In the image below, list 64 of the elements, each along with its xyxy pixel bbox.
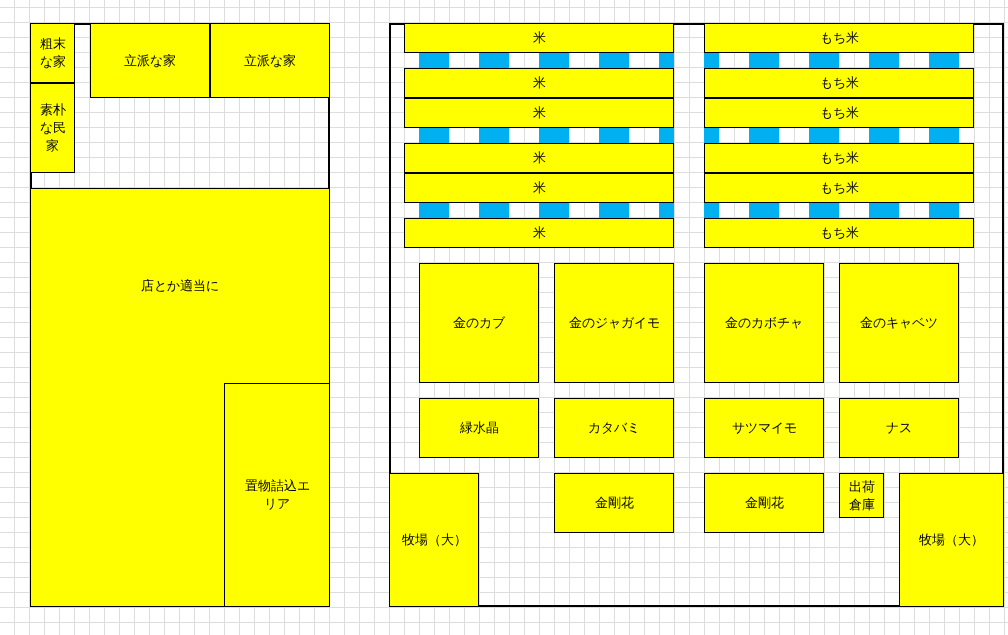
plot-label: 米 [532, 104, 546, 122]
plot-label: 粗末な家 [38, 35, 67, 71]
plot-label: 米 [532, 29, 546, 47]
plot-label: 金のカブ [453, 314, 505, 332]
crop-field [704, 263, 824, 383]
plot-label: 米 [532, 74, 546, 92]
plot-label: 立派な家 [244, 51, 296, 70]
plot-label: 出荷倉庫 [847, 477, 876, 514]
pasture [389, 473, 479, 607]
crop-field [839, 398, 959, 458]
plot-label: 緑水晶 [459, 419, 499, 437]
pasture [899, 473, 1004, 607]
plot-label: 牧場（大） [401, 531, 467, 549]
storage-area [224, 383, 330, 607]
plot-label: もち米 [819, 179, 859, 197]
plot-label: もち米 [819, 224, 859, 242]
plot-label: もち米 [819, 74, 859, 92]
rice-field [704, 98, 974, 128]
crop-field [554, 263, 674, 383]
plot-label: カタバミ [588, 419, 640, 437]
crop-field [554, 398, 674, 458]
house-plot [30, 23, 75, 83]
plot-label: サツマイモ [731, 419, 797, 437]
plot-label: 立派な家 [124, 51, 176, 70]
plot-label: 金剛花 [744, 494, 784, 512]
plot-label: 店とか適当に [141, 277, 219, 295]
rice-field [704, 218, 974, 248]
farm-area-right [389, 23, 1004, 607]
plot-label: もち米 [819, 149, 859, 167]
plot-label: 米 [532, 179, 546, 197]
plot-label: 金のキャベツ [860, 314, 938, 332]
rice-field [404, 173, 674, 203]
plot-label: 金のジャガイモ [568, 314, 660, 332]
plot-label: 素朴な民家 [38, 101, 67, 155]
crop-field [839, 263, 959, 383]
rice-field [404, 218, 674, 248]
plot-label: 金剛花 [594, 494, 634, 512]
rice-field [404, 23, 674, 53]
flower-field [554, 473, 674, 533]
plot-label: 置物詰込エリア [243, 477, 311, 513]
warehouse [839, 473, 884, 518]
house-plot [30, 83, 75, 173]
plot-label: 米 [532, 149, 546, 167]
plot-label: ナス [886, 419, 912, 437]
plot-label: 牧場（大） [919, 531, 984, 549]
rice-field [704, 173, 974, 203]
house-plot [210, 23, 330, 98]
plot-label: 金のカボチャ [725, 314, 803, 332]
plot-label: もち米 [819, 104, 859, 122]
crop-field [419, 398, 539, 458]
plot-label: もち米 [819, 29, 859, 47]
rice-field [704, 23, 974, 53]
rice-field [704, 68, 974, 98]
shop-area [30, 188, 330, 607]
rice-field [404, 98, 674, 128]
rice-field [404, 68, 674, 98]
rice-field [404, 143, 674, 173]
crop-field [704, 398, 824, 458]
house-plot [90, 23, 210, 98]
plot-label: 米 [532, 224, 546, 242]
flower-field [704, 473, 824, 533]
crop-field [419, 263, 539, 383]
farm-area-left [30, 23, 330, 607]
rice-field [704, 143, 974, 173]
